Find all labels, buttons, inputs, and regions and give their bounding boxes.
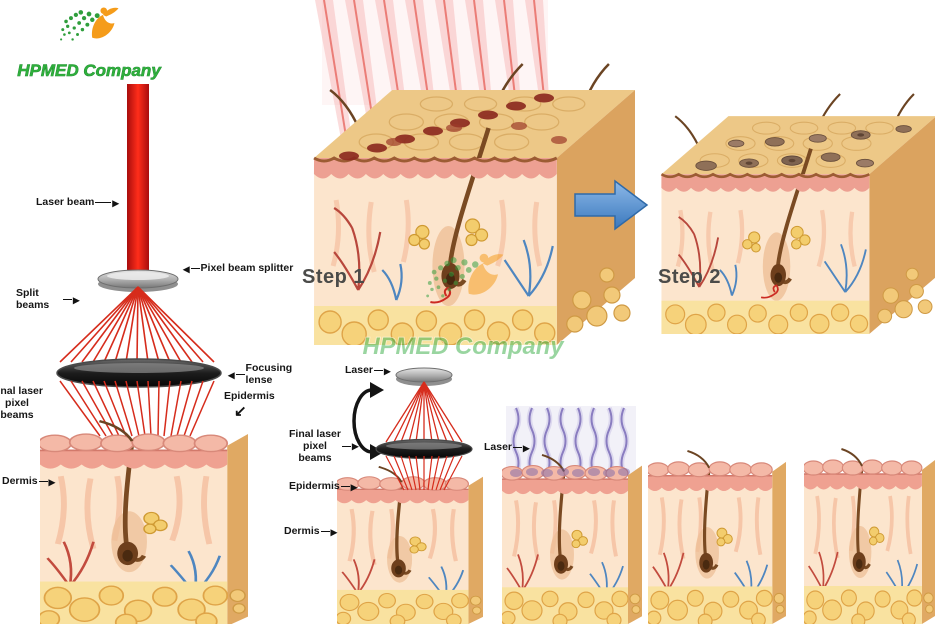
purple-laser-beams xyxy=(510,406,630,476)
arrow-right-icon: ▶ xyxy=(73,294,80,305)
label-split-beams: Split beams ▶ xyxy=(16,287,80,312)
epidermis-label: Epidermis xyxy=(224,390,275,402)
arrow-tail xyxy=(513,447,523,449)
arrow-tail xyxy=(38,481,48,483)
label-final-laser-pixel-beams-left: Final laser pixel beams xyxy=(0,385,47,421)
arrow-tail xyxy=(190,268,200,270)
mini-optics-diagram xyxy=(352,367,473,491)
arrow-right-icon: ▶ xyxy=(352,441,359,452)
pixel-beam-splitter-label: Pixel beam splitter xyxy=(200,262,294,274)
rotation-arrow-icon xyxy=(352,382,384,460)
arrow-tail xyxy=(320,531,330,533)
step2-label: Step 2 xyxy=(658,266,722,288)
arrow-right-icon: ▶ xyxy=(112,197,119,208)
laser-beam-label: Laser beam xyxy=(36,196,95,208)
final-laser-pixel-beams-label: Final laser pixel beams xyxy=(0,385,43,421)
label-pixel-beam-splitter: ◀ Pixel beam splitter xyxy=(183,262,294,275)
treated-spots-step1 xyxy=(339,93,567,161)
split-beams xyxy=(59,286,215,363)
laser-beam xyxy=(127,84,149,276)
focusing-lense-label: Focusing lense xyxy=(245,362,293,386)
skin-block-2 xyxy=(502,406,642,624)
left-optics-diagram xyxy=(0,84,295,624)
watermark-text: HPMED Company xyxy=(363,333,566,360)
final-laser-pixel-beams xyxy=(59,380,215,437)
arrow-right-icon: ▶ xyxy=(350,481,358,492)
label-dermis-bottom: Dermis ▶ xyxy=(284,525,338,538)
arrow-tail xyxy=(95,202,112,204)
dermis-label: Dermis xyxy=(284,525,320,537)
transition-arrow-icon xyxy=(574,179,649,231)
label-focusing-lense: ◀ Focusing lense xyxy=(228,362,296,387)
laser-label: Laser xyxy=(484,441,513,453)
label-laser-beams: Laser ▶ xyxy=(484,441,530,454)
mini-split-beams xyxy=(385,381,463,443)
dermis-label: Dermis xyxy=(2,475,38,487)
split-beams-label: Split beams xyxy=(16,287,50,311)
step1-label: Step 1 xyxy=(302,266,366,288)
skin-block-4 xyxy=(804,448,935,624)
step1-skin-block xyxy=(294,0,639,345)
arrow-right-icon: ▶ xyxy=(48,476,56,487)
laser-label: Laser xyxy=(345,364,374,376)
arrow-right-icon: ▶ xyxy=(384,365,391,376)
step2-skin-block xyxy=(646,82,935,334)
label-epidermis-left: Epidermis xyxy=(224,390,275,403)
laser-beams-step1 xyxy=(315,0,549,156)
skin-block-3 xyxy=(648,450,786,624)
arrow-left-icon: ◀ xyxy=(183,263,190,274)
arrow-down-left-icon: ↙ xyxy=(234,403,247,420)
arrow-tail xyxy=(63,299,72,301)
label-final-laser-pixel-beams-bottom: Final laser pixel beams ▶ xyxy=(289,428,359,464)
label-dermis-left: Dermis ▶ xyxy=(2,475,56,488)
final-laser-pixel-beams-label: Final laser pixel beams xyxy=(289,428,341,464)
healing-spots-step2 xyxy=(695,125,912,171)
arrow-tail xyxy=(342,446,351,448)
mini-beam-splitter xyxy=(395,367,453,386)
mini-focusing-lens xyxy=(375,438,473,460)
mini-final-beams xyxy=(385,455,463,491)
label-laser-splitter: Laser ▶ xyxy=(345,364,391,377)
pixel-beam-splitter xyxy=(97,269,179,292)
arrow-left-icon: ◀ xyxy=(228,369,235,380)
arrow-tail xyxy=(235,374,245,376)
watermark-logo: HPMED Company xyxy=(349,250,577,375)
skin-block-left xyxy=(39,421,248,624)
arrow-tail xyxy=(374,370,384,372)
label-epidermis-bottom: Epidermis ▶ xyxy=(289,480,358,493)
company-logo: HPMED Company xyxy=(17,7,163,80)
company-logo-text: HPMED Company xyxy=(17,61,162,80)
epidermis-label: Epidermis xyxy=(289,480,340,492)
arrow-right-icon: ▶ xyxy=(523,442,530,453)
label-laser-beam: Laser beam ▶ xyxy=(36,196,119,209)
arrow-right-icon: ▶ xyxy=(330,526,338,537)
arrow-tail xyxy=(340,486,350,488)
purple-treated-spots xyxy=(510,468,630,477)
focusing-lens xyxy=(56,358,222,388)
